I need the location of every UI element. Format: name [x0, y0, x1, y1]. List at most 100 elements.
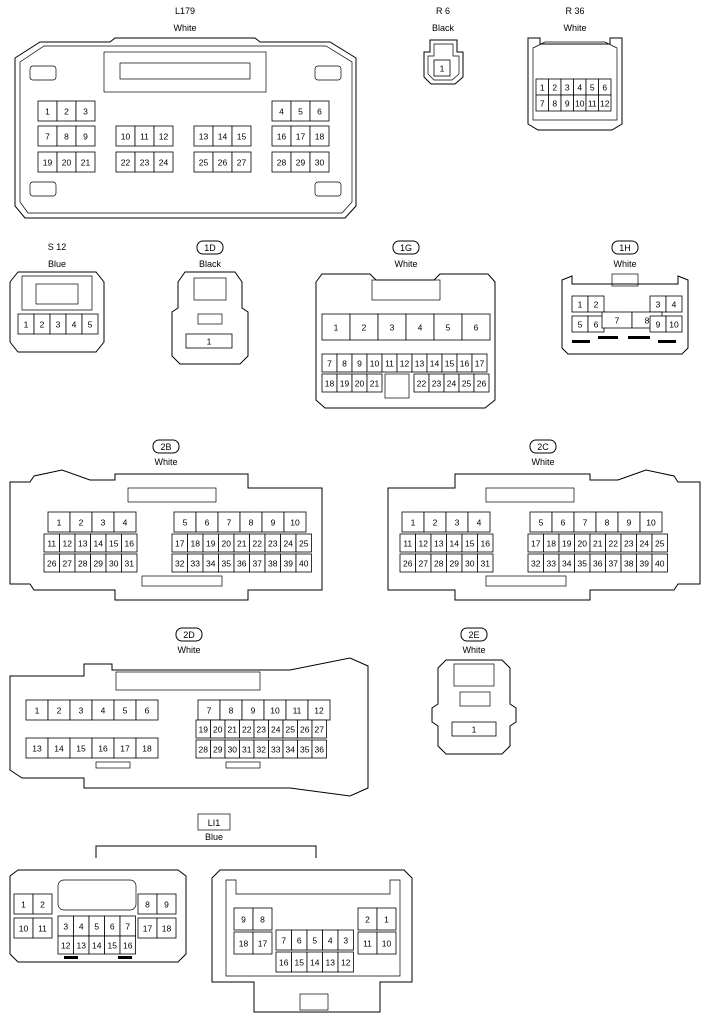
connector-label: 1H — [619, 243, 631, 253]
pin-cavity — [156, 917, 177, 939]
pin-number: 21 — [81, 158, 91, 168]
pin-cavity — [405, 313, 435, 341]
pin-number: 24 — [271, 725, 281, 735]
pin-cavity — [295, 553, 312, 573]
pin-number: 3 — [79, 706, 84, 716]
pin-number: 14 — [450, 539, 460, 549]
pin-number: 32 — [531, 559, 541, 569]
pin-number: 32 — [257, 745, 267, 755]
pin-number: 7 — [207, 706, 212, 716]
pin-cavity — [639, 511, 663, 533]
pin-number: 12 — [314, 706, 324, 716]
pin-number: 22 — [253, 539, 263, 549]
pin-number: 7 — [583, 518, 588, 528]
connector-label: R 6 — [436, 6, 450, 16]
pin-cavity — [651, 533, 668, 553]
pin-number: 9 — [271, 518, 276, 528]
pin-number: 10 — [669, 320, 679, 330]
pin-number: 3 — [63, 922, 68, 932]
pin-number: 7 — [327, 359, 332, 369]
pin-number: 33 — [547, 559, 557, 569]
pin-number: 38 — [268, 559, 278, 569]
pin-number: 11 — [403, 539, 412, 549]
pin-cavity — [295, 533, 312, 553]
connector-1D: 1D Black 1 — [171, 240, 249, 365]
pin-cavity — [81, 313, 99, 335]
pin-number: 1 — [45, 107, 50, 117]
pin-number: 5 — [446, 323, 451, 333]
pin-number: 15 — [465, 539, 475, 549]
pin-number: 34 — [206, 559, 216, 569]
pin-number: 7 — [227, 518, 232, 528]
pin-number: 28 — [277, 158, 287, 168]
pin-number: 8 — [249, 518, 254, 528]
pin-number: 7 — [125, 922, 130, 932]
pin-cavity — [309, 151, 330, 173]
pin-number: 29 — [94, 559, 104, 569]
pin-number: 28 — [78, 559, 88, 569]
pin-number: 16 — [98, 744, 108, 754]
pin-number: 17 — [531, 539, 541, 549]
pin-number: 11 — [385, 359, 394, 369]
pin-number: 22 — [121, 158, 131, 168]
pin-number: 14 — [218, 132, 228, 142]
pin-number: 25 — [199, 158, 209, 168]
pin-cavity — [135, 737, 159, 759]
pin-number: 3 — [455, 518, 460, 528]
pin-number: 31 — [125, 559, 135, 569]
pin-number: 4 — [79, 922, 84, 932]
badge — [460, 627, 488, 642]
pin-number: 23 — [257, 725, 267, 735]
connector-label: 2C — [537, 442, 549, 452]
pin-number: 4 — [101, 706, 106, 716]
pin-number: 6 — [145, 706, 150, 716]
pin-number: 5 — [578, 320, 583, 330]
pin-number: 12 — [600, 99, 610, 109]
pin-number: 2 — [365, 915, 370, 925]
pin-number: 3 — [390, 323, 395, 333]
pin-number: 5 — [590, 83, 595, 93]
pin-number: 40 — [655, 559, 665, 569]
pin-number: 9 — [164, 900, 169, 910]
pin-cavity — [473, 373, 490, 393]
pin-number: 34 — [562, 559, 572, 569]
pin-number: 10 — [575, 99, 585, 109]
pin-number: 3 — [656, 300, 661, 310]
connector-label: 1G — [400, 243, 412, 253]
pin-cavity — [113, 511, 137, 533]
pin-number: 25 — [286, 725, 296, 735]
pin-number: 12 — [61, 941, 71, 951]
pin-number: 6 — [561, 518, 566, 528]
pin-cavity — [75, 151, 96, 173]
connector-2E: 2E White 1 — [431, 627, 517, 755]
connector-color: White — [462, 645, 485, 655]
pin-number: 36 — [315, 745, 325, 755]
pin-cavity — [477, 553, 494, 573]
pin-cavity — [75, 100, 96, 122]
pin-number: 7 — [281, 936, 286, 946]
pin-number: 33 — [191, 559, 201, 569]
pin-number: 24 — [284, 539, 294, 549]
pin-cavity — [121, 533, 138, 553]
pin-number: 4 — [279, 107, 284, 117]
pin-number: 26 — [47, 559, 57, 569]
pin-number: 20 — [578, 539, 588, 549]
pin-number: 2 — [40, 900, 45, 910]
pin-cavity — [75, 125, 96, 147]
badge — [196, 240, 224, 255]
pin-cavity — [587, 295, 605, 313]
pin-number: 4 — [123, 518, 128, 528]
pin-number: 13 — [415, 359, 425, 369]
pin-cavity — [467, 511, 491, 533]
connector-color: White — [177, 645, 200, 655]
pin-number: 10 — [382, 939, 392, 949]
pin-number: 16 — [125, 539, 135, 549]
pin-number: 16 — [123, 941, 133, 951]
pin-number: 8 — [145, 900, 150, 910]
